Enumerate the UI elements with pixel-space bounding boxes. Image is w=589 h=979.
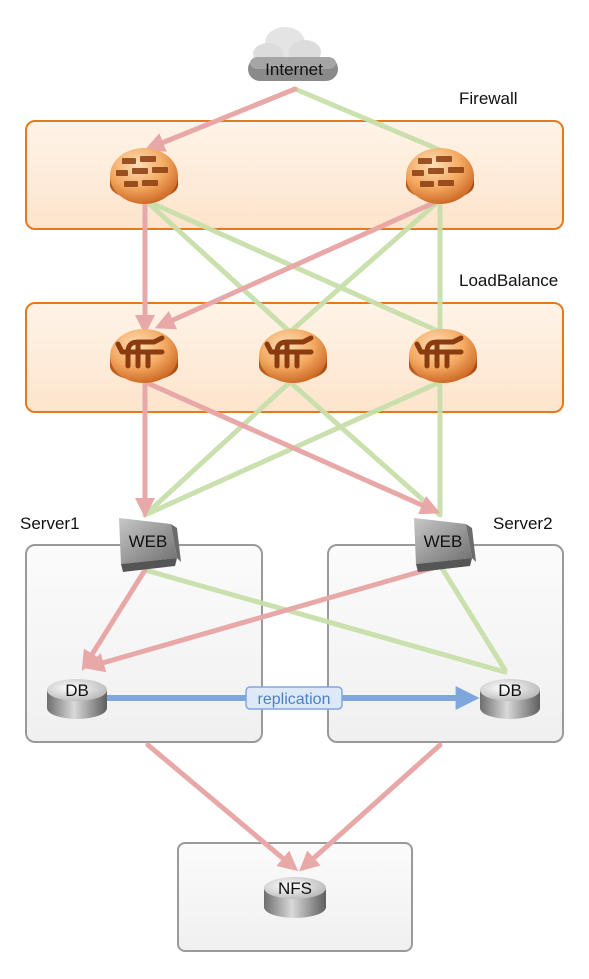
web-node-1[interactable]: WEB (119, 518, 181, 572)
db1-label: DB (65, 681, 89, 700)
load-balancer-node-1[interactable] (110, 329, 178, 383)
database-icon (264, 877, 326, 918)
replication-badge (245, 686, 343, 710)
web-server-icon (414, 518, 476, 572)
db2-label: DB (498, 681, 522, 700)
db-node-2[interactable]: DB (480, 679, 540, 719)
database-icon (47, 679, 107, 719)
load-balancer-icon (409, 329, 477, 383)
loadbalance-zone-label: LoadBalance (459, 271, 559, 290)
load-balancer-icon (259, 329, 327, 383)
replication-link: replication (105, 686, 480, 710)
nfs-node[interactable]: NFS (264, 877, 326, 918)
nfs-label: NFS (278, 879, 312, 898)
red-paths (81, 86, 443, 872)
internet-node: Internet (248, 27, 338, 81)
db-node-1[interactable]: DB (47, 679, 107, 719)
load-balancer-node-2[interactable] (259, 329, 327, 383)
firewall-icon (406, 148, 474, 204)
internet-label: Internet (265, 60, 323, 79)
firewall-node-2[interactable] (406, 148, 474, 204)
firewall-zone (25, 120, 564, 230)
web-server-icon (119, 518, 181, 572)
load-balancer-icon (110, 329, 178, 383)
web1-label: WEB (129, 532, 168, 551)
web-node-2[interactable]: WEB (414, 518, 476, 572)
server1-zone-label: Server1 (20, 514, 80, 533)
replication-label: replication (258, 691, 331, 708)
firewall-icon (110, 148, 178, 204)
web2-label: WEB (424, 532, 463, 551)
cloud-icon (248, 27, 338, 81)
firewall-zone-label: Firewall (459, 89, 518, 108)
database-icon (480, 679, 540, 719)
server2-zone-label: Server2 (493, 514, 553, 533)
firewall-node-1[interactable] (110, 148, 178, 204)
load-balancer-node-3[interactable] (409, 329, 477, 383)
